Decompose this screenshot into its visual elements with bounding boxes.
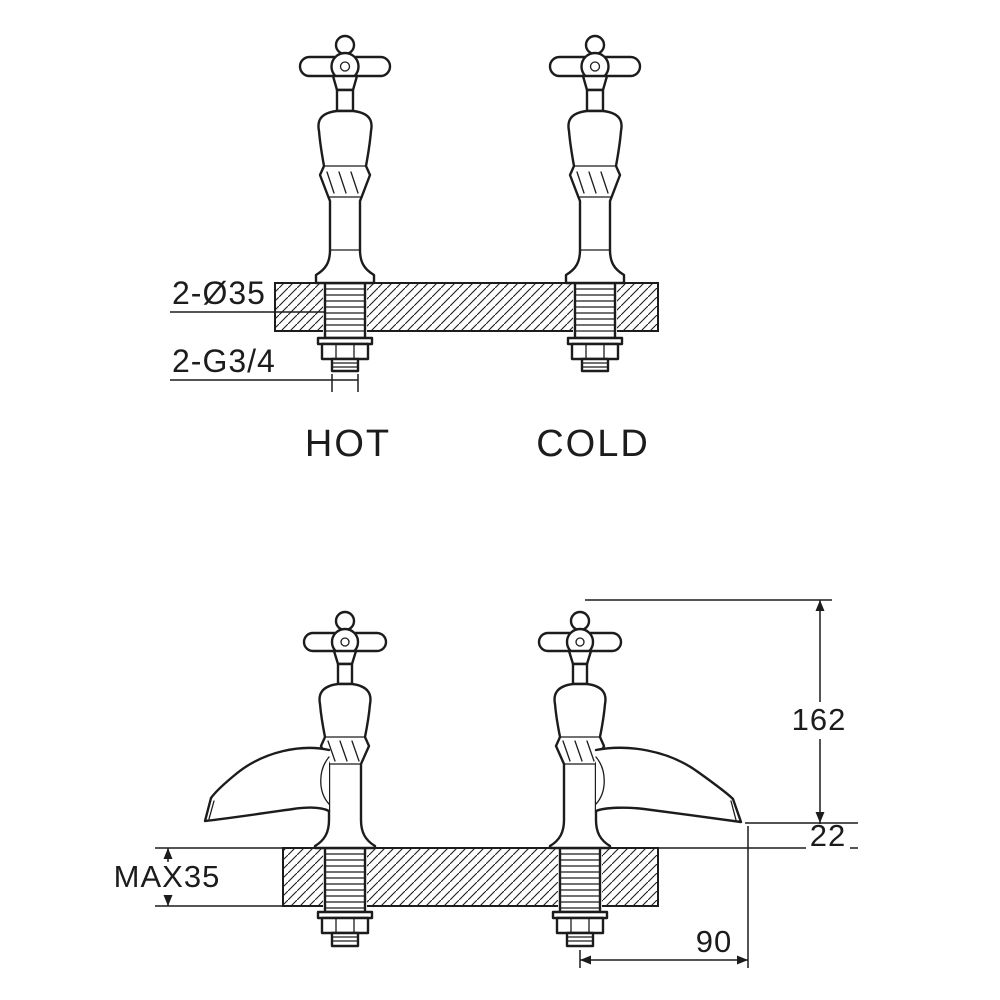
hot-tap-label: HOT [305, 423, 391, 465]
right-tap-spout [594, 746, 743, 824]
right-tap-side [537, 610, 623, 850]
left-tap-spout [203, 746, 331, 823]
dim-text-mask [790, 702, 848, 739]
hot-tap-shank [316, 280, 374, 373]
right-tap-shank-side [551, 845, 609, 948]
dim-text-mask [806, 824, 850, 850]
left-tap-side [302, 610, 388, 850]
cold-tap-shank [566, 280, 624, 373]
thread-size-note: 2-G3/4 [172, 343, 276, 379]
hot-tap-front [298, 34, 392, 285]
cold-tap-label: COLD [536, 423, 650, 465]
cold-tap-front [548, 34, 642, 285]
overall-height-dimension: 162 [792, 702, 847, 737]
height-dimension: 162 22 [585, 599, 858, 853]
hole-diameter-note: 2-Ø35 [172, 275, 266, 311]
top-view-front-elevation: 2-Ø35 2-G3/4 HOT COLD [170, 34, 659, 465]
deck-thickness-dimension: MAX35 [100, 847, 283, 907]
spout-reach-dimension: 90 [579, 826, 749, 968]
left-tap-shank-side [316, 845, 374, 948]
outlet-clearance-dimension: 22 [810, 818, 846, 853]
dim-text-mask [100, 862, 234, 895]
bottom-view-side-elevation: 162 22 MAX35 90 [100, 599, 858, 968]
spout-reach-dimension: 90 [696, 924, 732, 959]
max-deck-thickness-dimension: MAX35 [114, 859, 221, 894]
